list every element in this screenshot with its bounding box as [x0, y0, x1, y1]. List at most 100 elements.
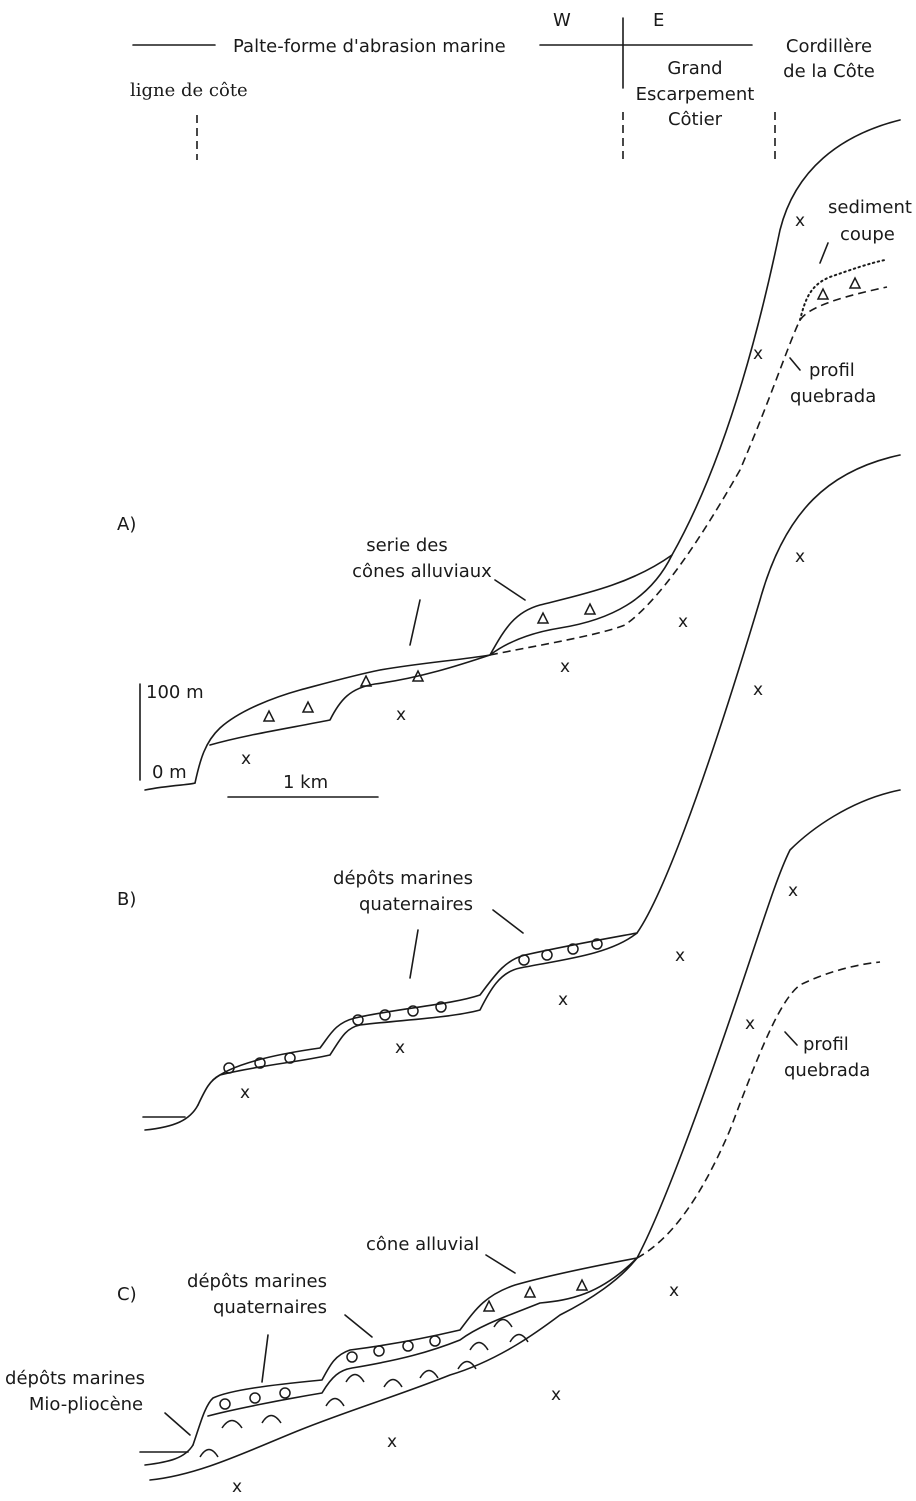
triangle-symbol: [301, 700, 315, 713]
panel-a-letter: A): [117, 514, 136, 535]
arc-symbol: [457, 1360, 477, 1370]
circle-symbol: [541, 949, 553, 961]
bedrock-x: x: [551, 1385, 561, 1405]
circle-symbol: [373, 1345, 385, 1357]
quebrada-label-a-2: quebrada: [790, 386, 876, 407]
panel-c-miopliocene-symbols: [199, 1318, 529, 1458]
triangle-symbol: [359, 674, 373, 687]
circle-symbol: [518, 954, 530, 966]
panel-a: A) x x x x x x: [117, 119, 912, 798]
circle-symbol: [591, 938, 603, 950]
circle-symbol: [284, 1052, 296, 1064]
bedrock-x: x: [387, 1432, 397, 1452]
panel-b-bedrock: [197, 932, 638, 1106]
arc-symbol: [469, 1341, 489, 1351]
bedrock-x: x: [240, 1083, 250, 1103]
bedrock-x: x: [241, 749, 251, 769]
panel-c-alluvial-symbols: [482, 1278, 589, 1312]
circle-symbol: [223, 1062, 235, 1074]
panel-c-miopliocene-base: [149, 1257, 638, 1481]
panel-b: B) x x x x x x dép: [117, 454, 901, 1131]
panel-b-marine-symbols: [223, 938, 603, 1074]
escarpment-label-2: Escarpement: [636, 84, 755, 105]
bedrock-x: x: [560, 657, 570, 677]
header-legend: Palte-forme d'abrasion marine W E ligne …: [130, 10, 875, 162]
platform-label: Palte-forme d'abrasion marine: [233, 36, 506, 57]
circle-symbol: [435, 1001, 447, 1013]
scale-bar: 100 m 0 m 1 km: [139, 682, 379, 798]
circle-symbol: [279, 1387, 291, 1399]
triangle-symbol: [482, 1299, 496, 1312]
marine-quaternary-label-b-1: dépôts marines: [333, 868, 473, 889]
circle-symbol: [429, 1335, 441, 1347]
panel-a-sea-surface: [144, 782, 196, 791]
sediment-label-2: coupe: [840, 224, 895, 245]
arc-symbol: [509, 1333, 529, 1343]
bedrock-x: x: [396, 705, 406, 725]
arc-symbol: [199, 1448, 219, 1458]
bedrock-x: x: [795, 547, 805, 567]
scale-1km: 1 km: [283, 772, 328, 793]
east-label: E: [653, 10, 664, 31]
triangle-symbol: [575, 1278, 589, 1291]
circle-symbol: [219, 1398, 231, 1410]
circle-symbol: [249, 1392, 261, 1404]
arc-symbol: [261, 1414, 282, 1424]
triangle-symbol: [536, 611, 550, 624]
panel-c-quebrada-profile: [636, 961, 881, 1259]
arc-symbol: [419, 1369, 439, 1379]
bedrock-x: x: [753, 344, 763, 364]
scale-0m: 0 m: [152, 762, 187, 783]
marine-miopliocene-label-1: dépôts marines: [5, 1368, 145, 1389]
cone-alluvial-label: cône alluvial: [366, 1234, 479, 1255]
bedrock-x: x: [675, 946, 685, 966]
circle-symbol: [352, 1014, 364, 1026]
panel-b-bedrock-symbols: x x x x x x: [240, 547, 805, 1103]
panel-a-bedrock-symbols: x x x x x x: [241, 211, 805, 769]
escarpment-label-1: Grand: [667, 58, 722, 79]
quebrada-label-c-2: quebrada: [784, 1060, 870, 1081]
circle-symbol: [254, 1057, 266, 1069]
bedrock-x: x: [753, 680, 763, 700]
triangle-symbol: [411, 669, 425, 682]
cordillera-label-1: Cordillère: [786, 36, 872, 57]
panel-a-quebrada-profile: [489, 286, 888, 656]
triangle-symbol: [523, 1285, 537, 1298]
escarpment-label-3: Côtier: [668, 109, 723, 130]
panel-c-sea-floor: [144, 1444, 194, 1466]
triangle-symbol: [848, 276, 862, 289]
sediment-label-1: sediment: [828, 197, 912, 218]
panel-c-bedrock-symbols: x x x x x x: [232, 881, 798, 1497]
panel-a-sediment-top: [799, 259, 886, 321]
marine-quaternary-label-b-2: quaternaires: [359, 894, 473, 915]
arc-symbol: [493, 1318, 513, 1328]
panel-a-terrace-base-2: [489, 554, 673, 656]
quebrada-label-a-1: profil: [809, 360, 855, 381]
arc-symbol: [325, 1397, 345, 1407]
bedrock-x: x: [795, 211, 805, 231]
circle-symbol: [346, 1351, 358, 1363]
bedrock-x: x: [678, 612, 688, 632]
bedrock-x: x: [745, 1014, 755, 1034]
bedrock-x: x: [669, 1281, 679, 1301]
circle-symbol: [567, 943, 579, 955]
cordillera-label-2: de la Côte: [783, 61, 875, 82]
triangle-symbol: [583, 602, 597, 615]
panel-a-terrace-base: [209, 654, 491, 746]
panel-c-marine-symbols: [219, 1335, 441, 1410]
quebrada-label-c-1: profil: [803, 1034, 849, 1055]
coastline-label: ligne de côte: [130, 80, 248, 101]
alluvial-series-label-1: serie des: [366, 535, 448, 556]
panel-c-letter: C): [117, 1284, 137, 1305]
bedrock-x: x: [558, 990, 568, 1010]
alluvial-series-label-2: cônes alluviaux: [352, 561, 492, 582]
panel-b-letter: B): [117, 889, 136, 910]
panel-a-alluvial-symbols: [262, 276, 862, 722]
west-label: W: [553, 10, 571, 31]
panel-c: C): [5, 789, 901, 1497]
panel-b-sea-floor: [144, 1104, 199, 1131]
triangle-symbol: [262, 709, 276, 722]
bedrock-x: x: [788, 881, 798, 901]
triangle-symbol: [816, 287, 830, 300]
panel-c-surface: [192, 789, 901, 1446]
